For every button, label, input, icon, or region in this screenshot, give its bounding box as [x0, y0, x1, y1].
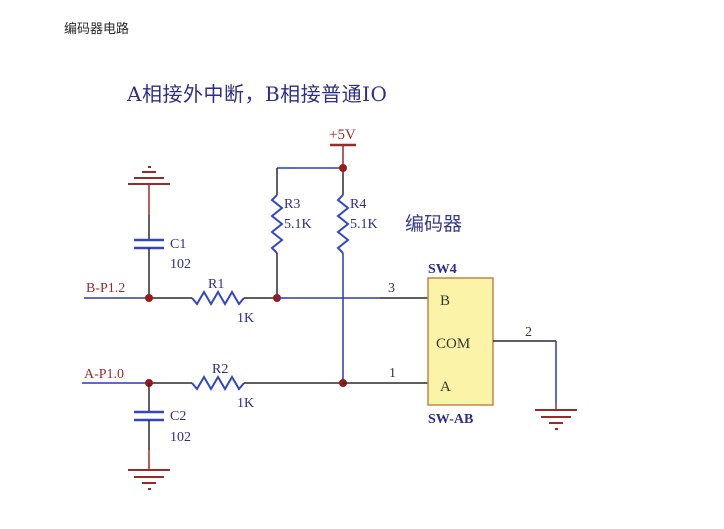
r1-value: 1K [237, 311, 254, 326]
r4-value: 5.1K [350, 217, 378, 232]
page-title: 编码器电路 [64, 22, 130, 37]
sw4-pin-com: COM [436, 336, 470, 352]
c1-ref: C1 [170, 237, 186, 252]
capacitor-c1: C1 102 [134, 237, 191, 272]
resistor-r3: R3 5.1K [270, 194, 312, 254]
sw4-body [427, 277, 494, 406]
sw4-pin-b: B [440, 293, 450, 309]
pin-number-1: 1 [389, 366, 396, 381]
r3-ref: R3 [284, 197, 300, 212]
r4-zigzag [336, 194, 350, 254]
diagram-subtitle: A相接外中断，B相接普通IO [127, 82, 388, 106]
net-label-b: B-P1.2 [86, 281, 125, 296]
c2-ref: C2 [170, 409, 186, 424]
r1-ref: R1 [208, 277, 224, 292]
encoder-label: 编码器 [405, 213, 462, 235]
ground-symbol-c2 [128, 450, 170, 490]
r2-ref: R2 [212, 362, 228, 377]
r2-value: 1K [237, 396, 254, 411]
junction-vcc [339, 164, 347, 172]
r3-zigzag [270, 194, 284, 254]
pin-number-2: 2 [525, 325, 532, 340]
capacitor-c2: C2 102 [134, 409, 191, 445]
encoder-switch-sw4: SW4 B COM A SW-AB [427, 262, 494, 427]
pin-number-3: 3 [388, 281, 395, 296]
sw4-part: SW-AB [428, 412, 473, 427]
power-5v-symbol: +5V [329, 127, 356, 168]
resistor-r1: R1 1K [191, 277, 254, 326]
resistor-r2: R2 1K [191, 362, 254, 411]
c1-value: 102 [170, 257, 191, 272]
r1-zigzag [191, 290, 245, 306]
junction-b-c1 [145, 294, 153, 302]
resistor-r4: R4 5.1K [336, 194, 378, 254]
r2-zigzag [191, 375, 245, 391]
ground-symbol-com [535, 405, 577, 430]
sw4-pin-a: A [440, 379, 451, 395]
net-label-a: A-P1.0 [84, 367, 124, 382]
sw4-ref: SW4 [428, 262, 457, 277]
c2-value: 102 [170, 430, 191, 445]
ground-symbol-c1 [128, 166, 170, 215]
power-label: +5V [329, 127, 356, 143]
r3-value: 5.1K [284, 217, 312, 232]
r4-ref: R4 [350, 197, 366, 212]
